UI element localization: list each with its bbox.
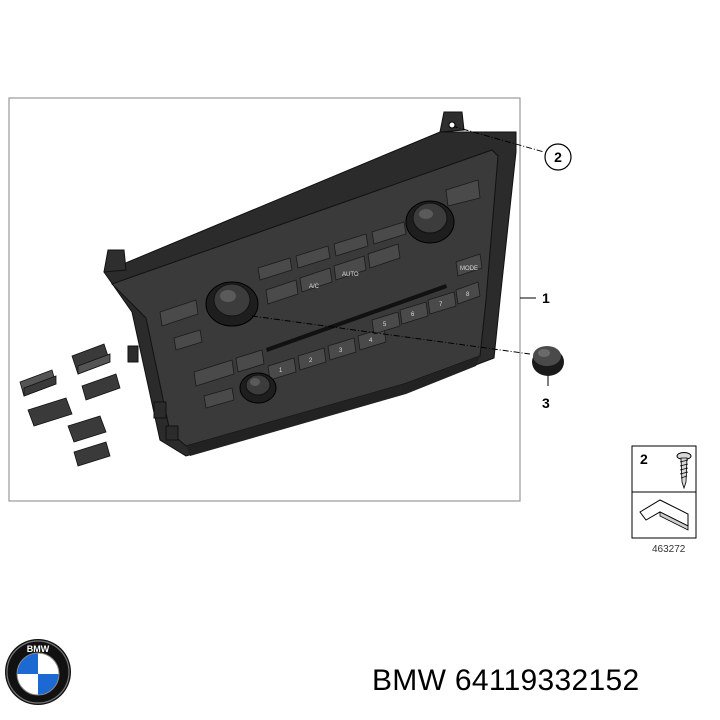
screw-point: [448, 121, 456, 129]
callout-2: 2: [554, 149, 562, 165]
screw-icon: [676, 452, 692, 490]
bmw-logo: BMW: [5, 639, 71, 705]
climate-buttons-middle: [159, 243, 483, 351]
climate-buttons-upper: [257, 179, 481, 281]
temperature-knob-left: [205, 281, 259, 327]
auto-button-label: AUTO: [342, 272, 359, 278]
cd-slot: [266, 284, 447, 352]
bmw-logo-lettering: BMW: [27, 644, 50, 654]
preset-label-6: 6: [411, 312, 415, 318]
knob-part: [532, 346, 564, 376]
bracket-icon: [639, 499, 689, 531]
preset-label-7: 7: [439, 302, 443, 308]
preset-label-3: 3: [339, 348, 343, 354]
diagram-frame: [8, 97, 521, 502]
loose-button-caps: [19, 343, 121, 467]
callout-3: 3: [542, 395, 550, 411]
inset-item-number: 2: [640, 451, 648, 467]
preset-label-1: 1: [279, 368, 283, 374]
preset-label-4: 4: [369, 338, 373, 344]
volume-knob: [239, 372, 277, 404]
callout-1: 1: [542, 290, 550, 306]
preset-label-8: 8: [466, 292, 470, 298]
preset-buttons: [267, 281, 481, 381]
callout-2-circle: [544, 143, 572, 171]
control-panel: AUTO A/C MODE 1 2 3 4 5 6 7 8: [103, 111, 517, 457]
figure-number: 463272: [652, 544, 686, 555]
hardware-inset: 2: [631, 445, 697, 539]
preset-label-2: 2: [309, 358, 313, 364]
mode-button-label: MODE: [460, 266, 478, 272]
ac-button-label: A/C: [309, 284, 320, 290]
part-number-caption: BMW 64119332152: [372, 664, 640, 697]
temperature-knob-right: [405, 200, 455, 244]
audio-buttons-left: [193, 349, 265, 409]
preset-label-5: 5: [383, 322, 387, 328]
